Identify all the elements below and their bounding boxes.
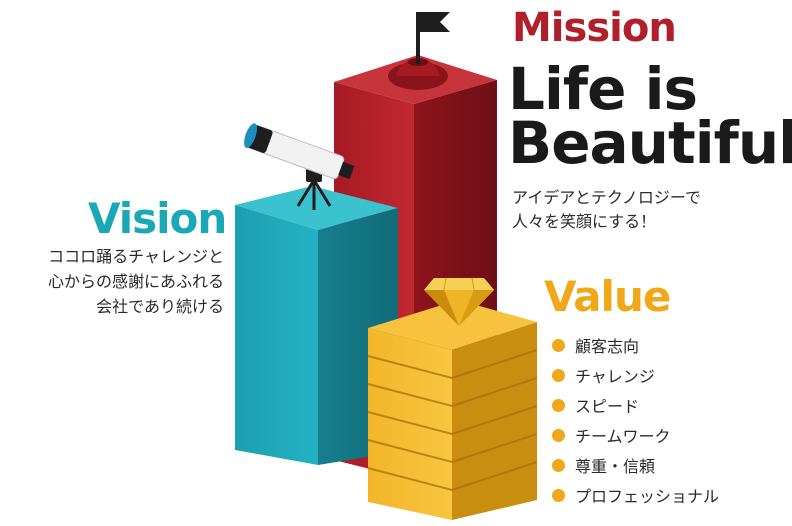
vision-desc-line-1: ココロ踊るチャレンジと: [48, 247, 224, 266]
vision-description: ココロ踊るチャレンジと 心からの感謝にあふれる 会社であり続ける: [0, 244, 224, 319]
mission-desc-line-2: 人々を笑顔にする！: [512, 212, 657, 231]
value-list: 顧客志向 チャレンジ スピード チームワーク 尊重・信頼 プロフェッショナル: [552, 330, 719, 510]
bullet-icon: [552, 338, 565, 352]
mission-description: アイデアとテクノロジーで 人々を笑顔にする！: [512, 186, 701, 234]
value-item: チャレンジ: [552, 360, 719, 390]
value-item-label: 顧客志向: [575, 337, 640, 356]
tagline-line-2: Beautiful!: [508, 109, 792, 177]
telescope-icon: [244, 123, 355, 210]
diamond-icon: [424, 277, 494, 326]
vision-desc-line-3: 会社であり続ける: [96, 297, 224, 316]
vision-title: Vision: [88, 194, 227, 243]
value-item: スピード: [552, 390, 719, 420]
value-item: 尊重・信頼: [552, 450, 719, 480]
flag-icon: [388, 12, 450, 90]
bullet-icon: [552, 458, 565, 472]
value-title: Value: [544, 272, 671, 321]
mission-tagline: Life is Beautiful!: [508, 55, 792, 177]
value-item-label: スピード: [575, 397, 640, 416]
bullet-icon: [552, 398, 565, 412]
value-pillar: [367, 300, 538, 520]
value-item: チームワーク: [552, 420, 719, 450]
value-item: 顧客志向: [552, 330, 719, 360]
bullet-icon: [552, 428, 565, 442]
vision-desc-line-2: 心からの感謝にあふれる: [47, 272, 224, 291]
mission-title: Mission: [512, 5, 677, 51]
value-item-label: プロフェッショナル: [575, 487, 720, 506]
value-item-label: 尊重・信頼: [575, 457, 656, 476]
mission-desc-line-1: アイデアとテクノロジーで: [512, 188, 701, 207]
value-item-label: チャレンジ: [575, 367, 655, 386]
tagline-line-1: Life is: [508, 55, 698, 123]
value-item: プロフェッショナル: [552, 480, 719, 510]
vision-pillar: [235, 186, 398, 465]
bullet-icon: [552, 488, 565, 502]
bullet-icon: [552, 368, 565, 382]
value-item-label: チームワーク: [575, 427, 671, 446]
